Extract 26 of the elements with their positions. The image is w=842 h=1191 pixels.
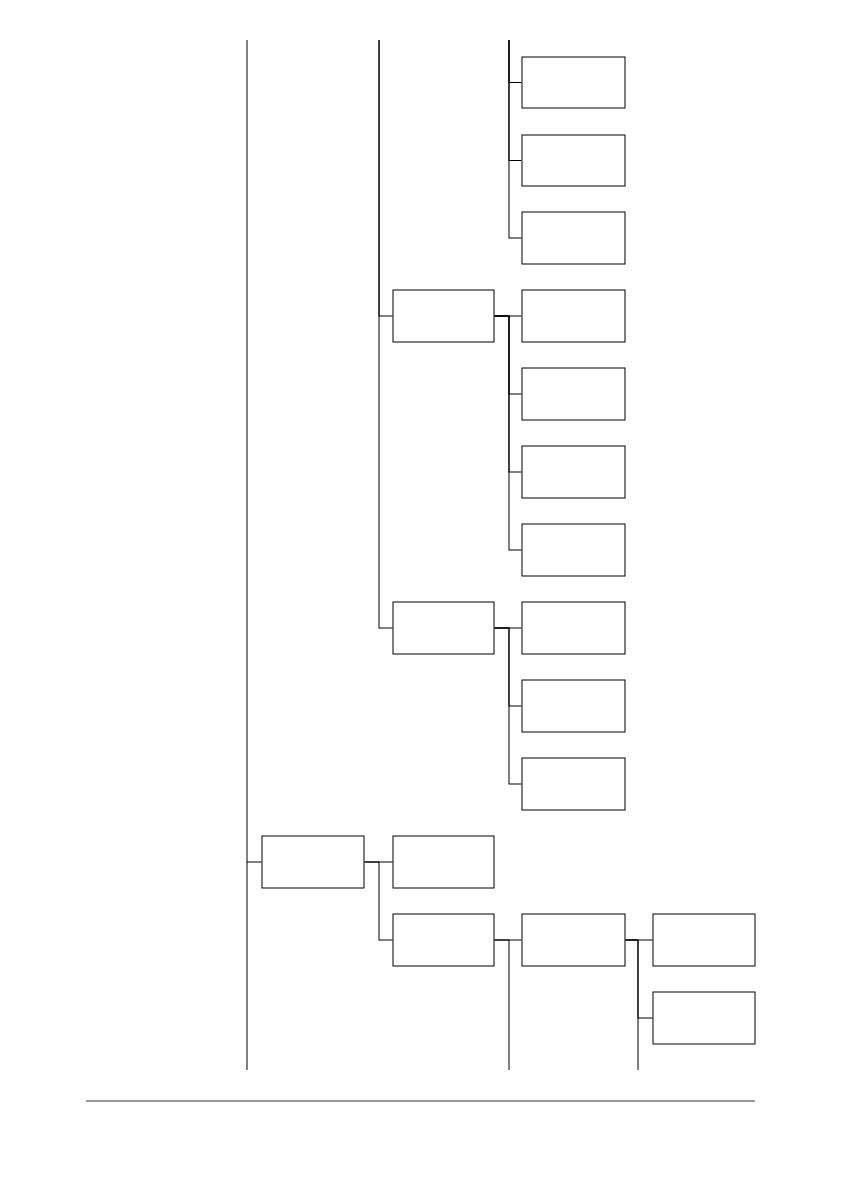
empty-box [521,601,626,655]
empty-box [521,913,626,967]
connector-line [494,315,522,551]
connector-line [378,39,393,629]
empty-box [392,289,495,343]
connector-line [508,39,522,239]
empty-box [521,679,626,733]
connector-line [494,939,510,1071]
empty-box [392,913,495,967]
empty-box [521,56,626,109]
empty-box [521,211,626,265]
empty-box [261,835,365,889]
connector-line [494,627,522,785]
empty-box [521,757,626,811]
empty-box [521,523,626,577]
empty-box [652,913,756,967]
empty-box [521,445,626,499]
empty-box [521,367,626,421]
empty-box [521,134,626,187]
connector-line [246,39,262,1071]
connector-line [625,939,639,1071]
empty-box [392,835,495,889]
connector-line [364,861,393,941]
empty-box [521,289,626,343]
empty-box [392,601,495,655]
empty-box [652,991,756,1045]
